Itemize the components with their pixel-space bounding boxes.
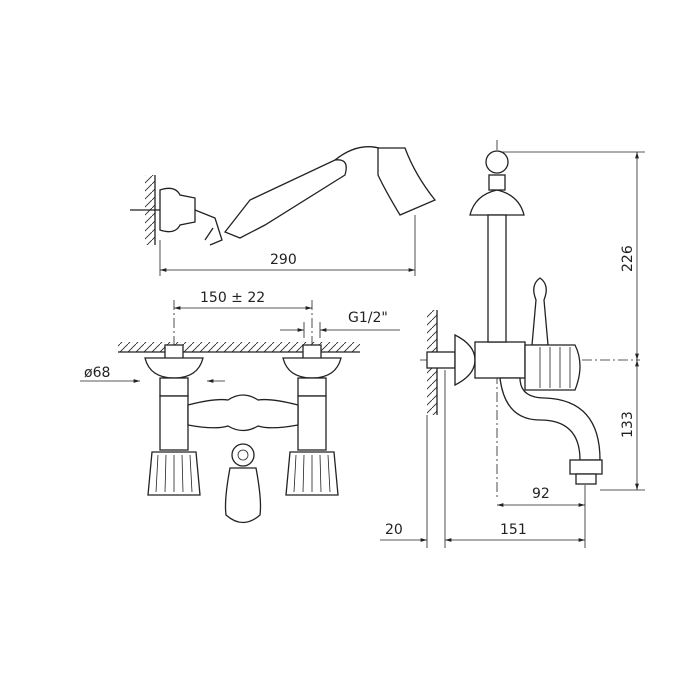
side-view: 226 133 92 20 151 bbox=[380, 140, 645, 548]
dim-d68: ø68 bbox=[84, 365, 110, 381]
dim-133: 133 bbox=[620, 411, 636, 438]
dim-290: 290 bbox=[270, 252, 297, 268]
dim-92: 92 bbox=[532, 486, 550, 502]
dim-151: 151 bbox=[500, 522, 527, 538]
dim-20: 20 bbox=[385, 522, 403, 538]
dim-226: 226 bbox=[620, 245, 636, 272]
hand-shower-view: 290 bbox=[130, 146, 437, 276]
front-view: 150 ± 22 G1/2" ø68 bbox=[80, 290, 400, 524]
dim-g12: G1/2" bbox=[348, 310, 388, 326]
dim-150-22: 150 ± 22 bbox=[200, 290, 265, 306]
